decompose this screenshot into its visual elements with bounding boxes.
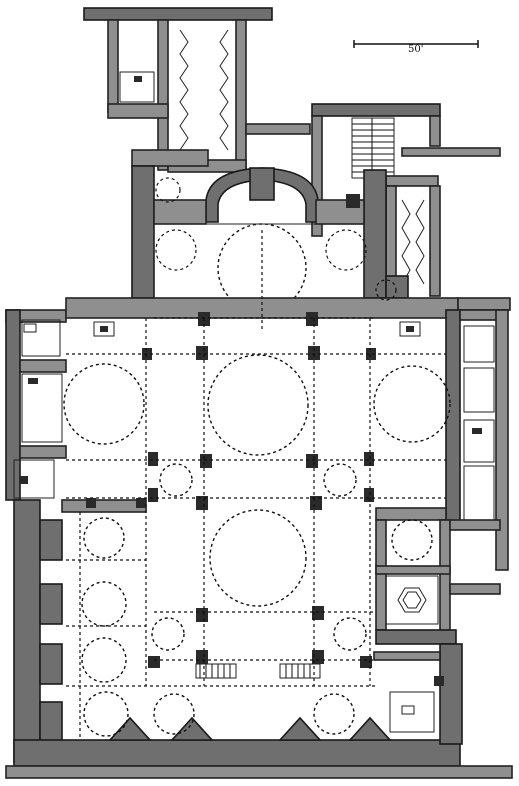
scale-bar-label: 50'	[408, 44, 423, 55]
plan-details	[20, 177, 482, 679]
apse	[131, 149, 409, 313]
northeast-annex	[245, 103, 501, 297]
central-dome	[207, 354, 309, 456]
outer-walls	[5, 297, 513, 779]
staircase	[351, 117, 395, 179]
arch-grid	[66, 230, 446, 740]
north-annex	[83, 7, 273, 173]
domes	[63, 354, 451, 737]
west-dome	[209, 509, 307, 607]
piers	[86, 312, 376, 668]
scale-bar: 50'	[353, 40, 479, 55]
entrance-steps	[195, 663, 321, 679]
font-hexagon	[385, 575, 439, 625]
